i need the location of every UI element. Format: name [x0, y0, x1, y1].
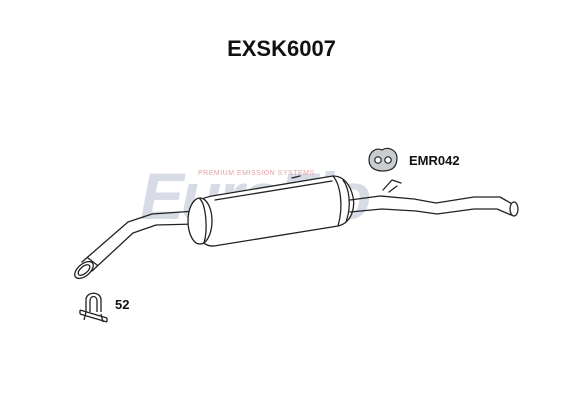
mounting-rubber-label: EMR042	[409, 153, 460, 168]
silencer-hanger	[382, 179, 402, 193]
brand-tagline: PREMIUM EMISSION SYSTEMS	[198, 170, 315, 177]
tail-pipe	[349, 195, 519, 217]
inlet-pipe	[74, 210, 197, 280]
u-bolt-clamp-icon	[79, 292, 108, 323]
rubber-hanger-icon	[368, 147, 398, 172]
rear-silencer-icon	[187, 175, 355, 247]
part-number-title: EXSK6007	[227, 36, 336, 61]
clamp-label: 52	[115, 297, 130, 312]
